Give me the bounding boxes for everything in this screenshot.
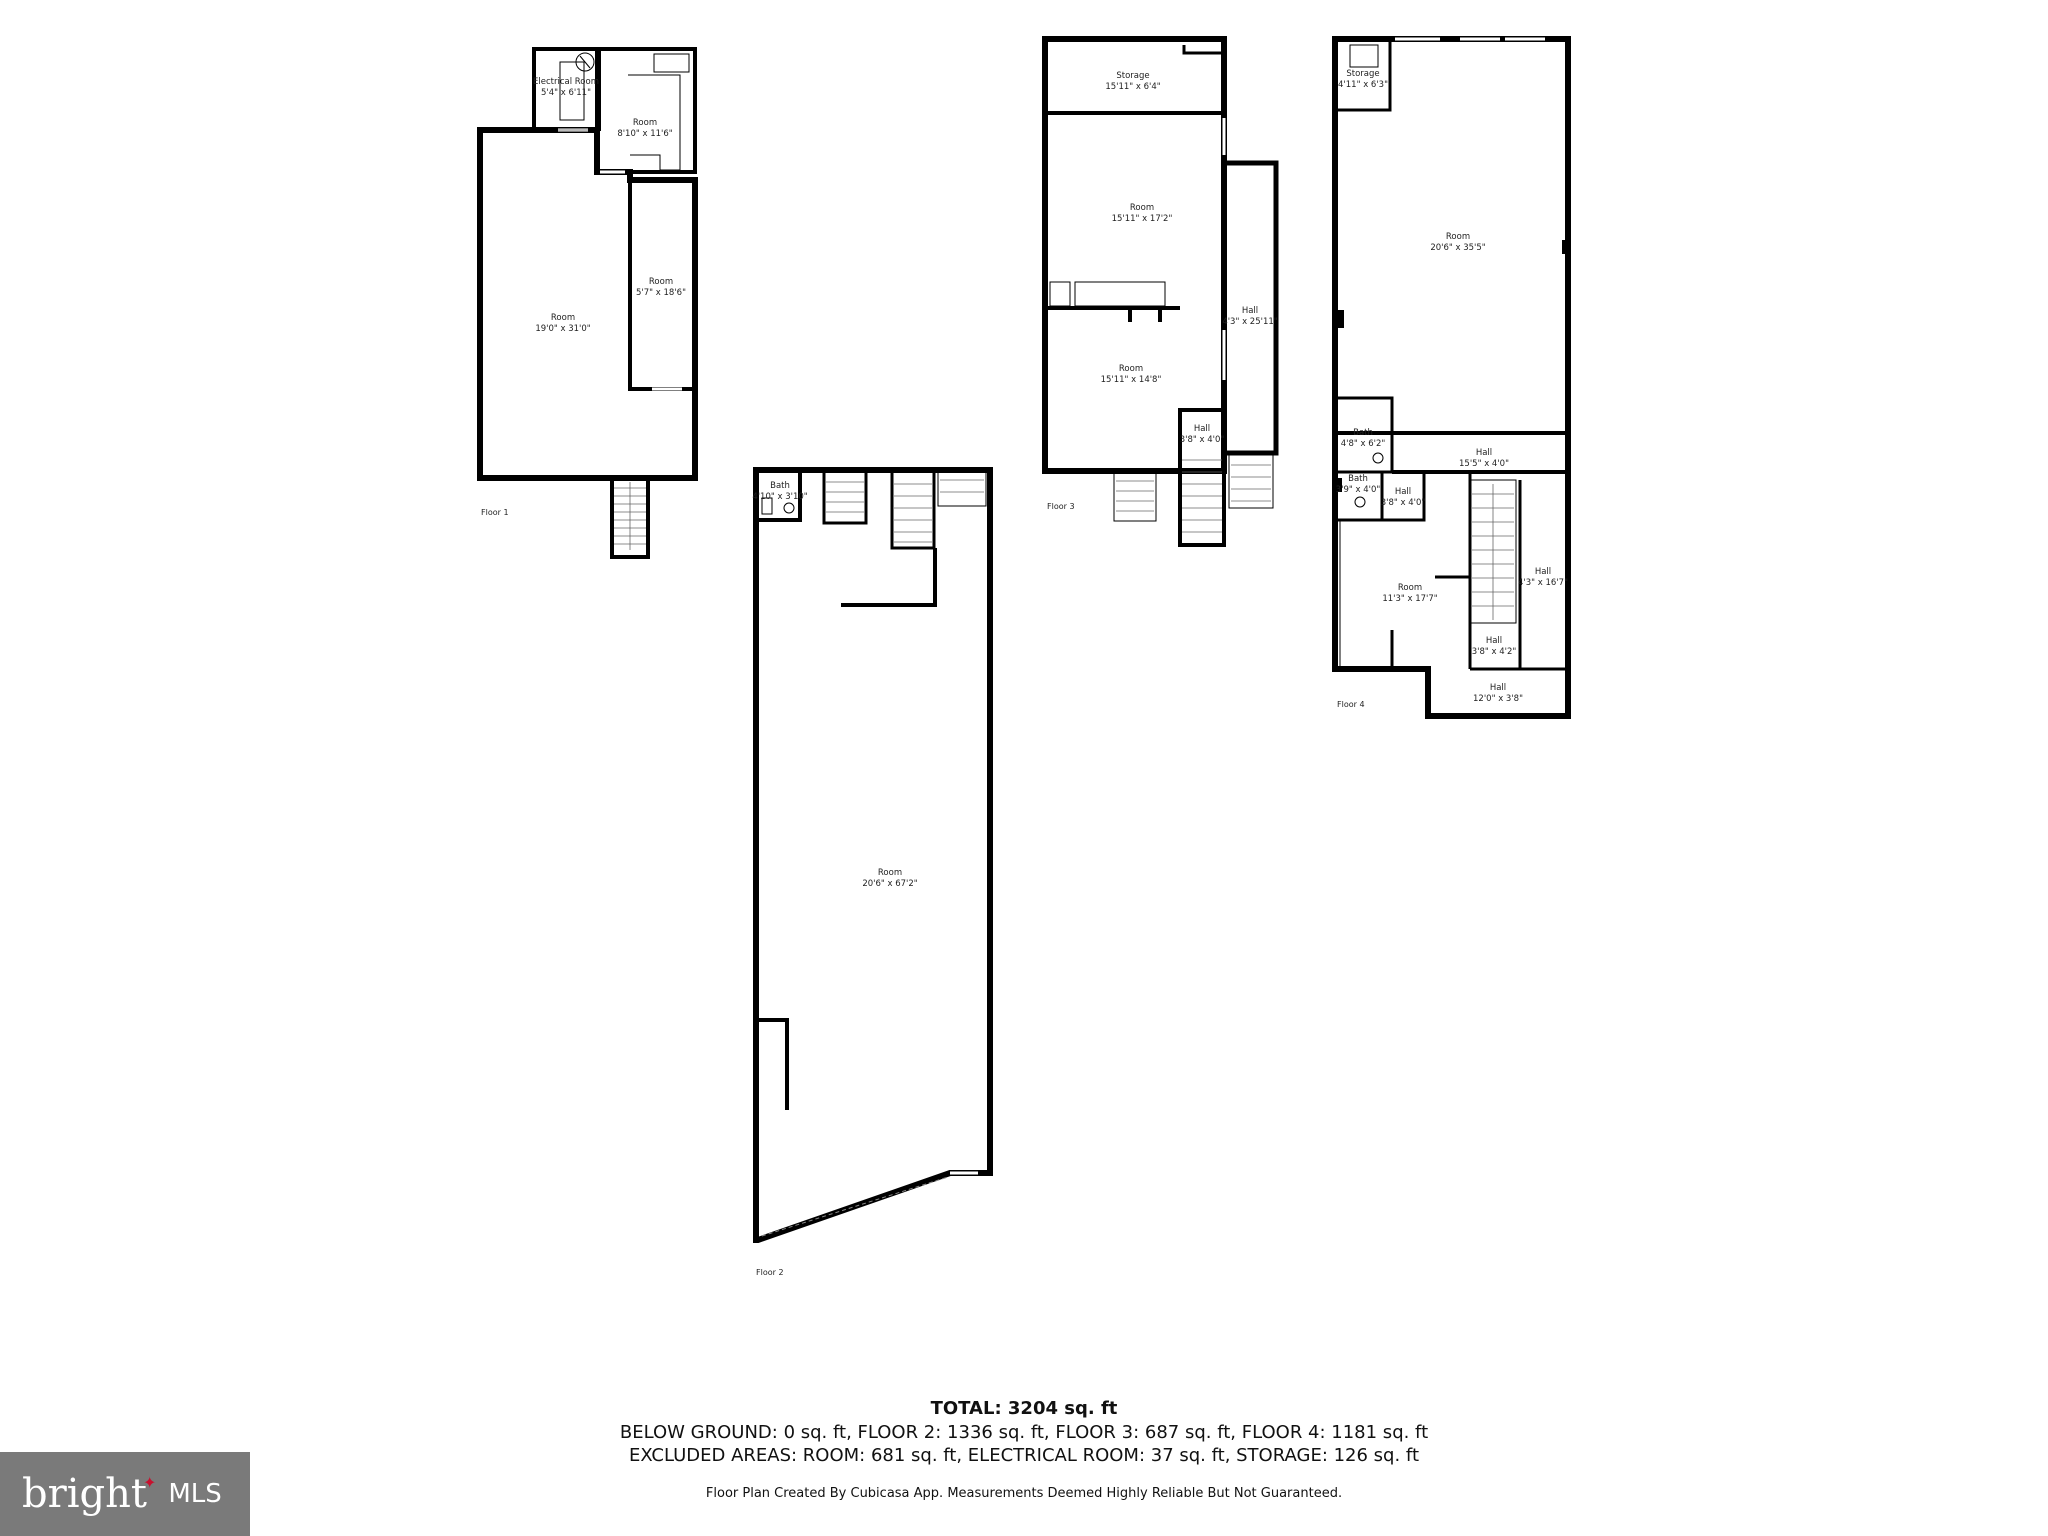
room-size: 15'11" x 14'8": [1101, 375, 1162, 385]
room-name: Room: [1446, 232, 1470, 242]
floor-3-outline: [1042, 36, 1227, 474]
room-name: Hall: [1535, 567, 1551, 577]
floor-4-stairs: [1469, 479, 1517, 624]
room-name: Hall: [1395, 487, 1411, 497]
floor-3-plan: [1042, 36, 1279, 547]
bright-mls-logo: bright ✦ MLS: [0, 1452, 250, 1536]
floor-2-bath: [754, 468, 802, 522]
room-size: 19'0" x 31'0": [535, 324, 590, 334]
floor-1-main-room: [477, 127, 698, 481]
room-size: 4'3" x 25'11": [1222, 317, 1277, 327]
room-size: 4'10" x 3'10": [752, 492, 807, 502]
floor-1-plan: [477, 47, 698, 559]
room-name: Hall: [1242, 306, 1258, 316]
floor-area-breakdown: BELOW GROUND: 0 sq. ft, FLOOR 2: 1336 sq…: [619, 1422, 1429, 1443]
floor-4-plan: [1332, 36, 1571, 719]
floor-label: Floor 1: [481, 508, 509, 517]
star-icon: ✦: [142, 1472, 157, 1492]
room-size: 4'11" x 6'3": [1338, 80, 1388, 90]
room-name: Electrical Room: [533, 77, 599, 87]
floor-label: Floor 4: [1337, 700, 1365, 709]
room-name: Bath: [1353, 428, 1373, 438]
floor-1-small-room: [595, 47, 697, 174]
disclaimer: Floor Plan Created By Cubicasa App. Meas…: [705, 1486, 1343, 1501]
room-name: Storage: [1346, 69, 1379, 79]
floor-4-storage: [1333, 37, 1392, 112]
room-name: Bath: [770, 481, 790, 491]
floor-label: Floor 2: [756, 1268, 784, 1277]
floor-4-small-hall: [1380, 470, 1426, 522]
floor-4-outline: [1332, 36, 1571, 719]
room-name: Hall: [1476, 448, 1492, 458]
excluded-areas: EXCLUDED AREAS: ROOM: 681 sq. ft, ELECTR…: [628, 1445, 1420, 1466]
room-name: Room: [1398, 583, 1422, 593]
room-name: Room: [878, 868, 902, 878]
room-size: 4'8" x 6'2": [1341, 439, 1386, 449]
room-size: 12'0" x 3'8": [1473, 694, 1523, 704]
room-name: Room: [551, 313, 575, 323]
room-size: 15'11" x 6'4": [1105, 82, 1160, 92]
room-name: Room: [1130, 203, 1154, 213]
floor-2-plan: [753, 467, 993, 1243]
room-name: Hall: [1490, 683, 1506, 693]
room-name: Hall: [1486, 636, 1502, 646]
room-size: 20'6" x 67'2": [862, 879, 917, 889]
room-name: Storage: [1116, 71, 1149, 81]
floor-2-outline: [753, 467, 993, 1243]
room-size: 4'3" x 16'7": [1518, 578, 1568, 588]
floor-label: Floor 3: [1047, 502, 1075, 511]
room-size: 8'10" x 11'6": [617, 129, 672, 139]
room-size: 15'5" x 4'0": [1459, 459, 1509, 469]
room-size: 3'8" x 4'2": [1472, 647, 1517, 657]
room-size: 5'7" x 18'6": [636, 288, 686, 298]
room-name: Room: [649, 277, 673, 287]
room-size: 5'4" x 6'11": [541, 88, 591, 98]
room-name: Room: [1119, 364, 1143, 374]
room-name: Room: [633, 118, 657, 128]
room-size: 3'8" x 4'0": [1381, 498, 1426, 508]
floor-1-stairs: [610, 476, 650, 559]
room-name: Hall: [1194, 424, 1210, 434]
brand-suffix: MLS: [168, 1479, 222, 1509]
room-size: 3'8" x 4'0": [1180, 435, 1225, 445]
room-size: 11'3" x 17'7": [1382, 594, 1437, 604]
brand-name: bright: [22, 1471, 147, 1517]
floor-3-small-hall: [1178, 408, 1226, 547]
total-area: TOTAL: 3204 sq. ft: [930, 1398, 1118, 1419]
room-size: 15'11" x 17'2": [1112, 214, 1173, 224]
room-size: 3'9" x 4'0": [1336, 485, 1381, 495]
room-size: 20'6" x 35'5": [1430, 243, 1485, 253]
room-name: Bath: [1348, 474, 1368, 484]
